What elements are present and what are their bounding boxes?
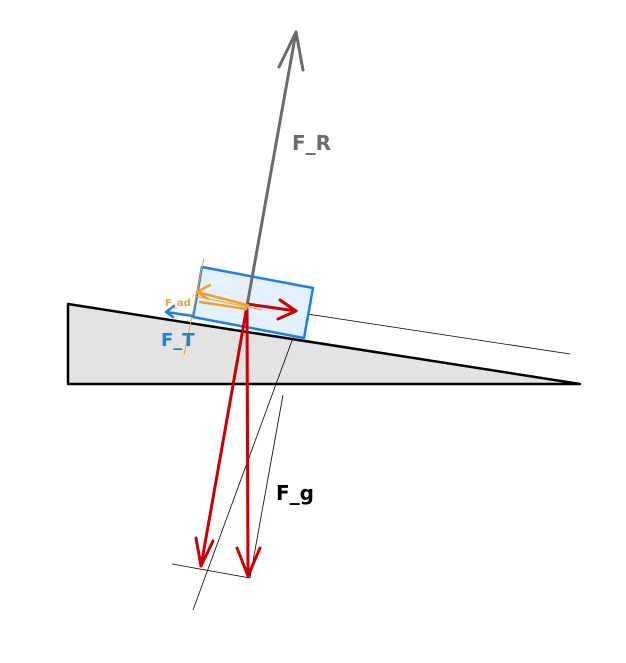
tangential-force-arrow bbox=[164, 304, 195, 319]
friction-arrow bbox=[195, 283, 249, 311]
center-point bbox=[244, 303, 250, 309]
gravity-component-arrow bbox=[194, 304, 249, 568]
gravity-parallel-arrow bbox=[245, 298, 298, 321]
perpendicular-guide-line bbox=[192, 326, 298, 611]
inclined-plane bbox=[66, 302, 582, 386]
tangential-force-label: F_T bbox=[161, 330, 195, 351]
gravity-arrow bbox=[235, 304, 262, 578]
friction-guide-line bbox=[183, 257, 205, 356]
normal-guide-line bbox=[249, 394, 284, 579]
block bbox=[191, 265, 315, 340]
resulting-force-arrow bbox=[245, 30, 305, 308]
friction-force-label: F_ad bbox=[165, 298, 191, 309]
gravity-label: F_g bbox=[276, 481, 314, 505]
resulting-force-label: F_R bbox=[292, 131, 331, 155]
component-guide-line bbox=[171, 563, 251, 579]
